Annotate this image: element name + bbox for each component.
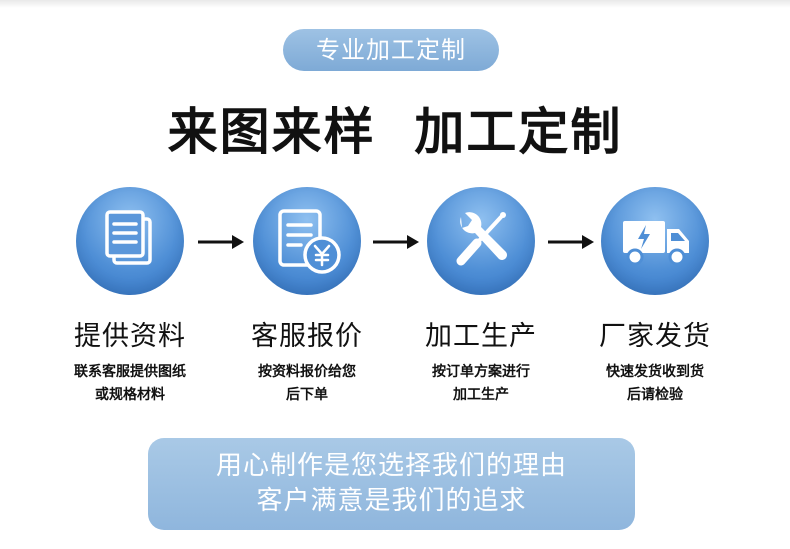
step-4-desc-line2: 后请检验 [627,387,683,403]
step-3-desc: 按订单方案进行 加工生产 [396,361,566,407]
step-1-desc-line1: 联系客服提供图纸 [74,364,186,380]
top-shade [0,0,790,8]
step-1-desc-line2: 或规格材料 [95,387,165,403]
step-2-circle [253,187,361,295]
step-2-title: 客服报价 [251,321,363,352]
step-2-desc-line2: 后下单 [286,387,328,403]
step-1-circle [76,187,184,295]
step-4-circle [601,187,709,295]
step-3-title: 加工生产 [425,321,537,352]
arrow-icon [198,234,244,250]
document-icon [105,210,152,265]
step-3-desc-line1: 按订单方案进行 [432,364,530,380]
step-4-desc: 快速发货收到货 后请检验 [570,361,740,407]
arrow-icon [373,234,419,250]
step-4-title: 厂家发货 [599,321,711,352]
step-3-circle [427,187,535,295]
step-2-desc: 按资料报价给您 后下单 [222,361,392,407]
quote-yen-icon [278,209,341,274]
headline: 来图来样 加工定制 [167,103,623,161]
step-2-desc-line1: 按资料报价给您 [258,364,356,380]
badge-title: 专业加工定制 [283,29,499,71]
step-1-title: 提供资料 [74,321,186,352]
footer-slogan-box: 用心制作是您选择我们的理由 客户满意是我们的追求 [148,438,635,530]
step-3-desc-line2: 加工生产 [453,387,509,403]
arrow-icon [548,234,594,250]
footer-line-1: 用心制作是您选择我们的理由 [215,451,567,481]
step-1-desc: 联系客服提供图纸 或规格材料 [45,361,215,407]
step-4-desc-line1: 快速发货收到货 [606,364,704,380]
delivery-truck-icon [623,221,689,266]
tools-icon [456,212,507,266]
footer-line-2: 客户满意是我们的追求 [256,486,527,516]
